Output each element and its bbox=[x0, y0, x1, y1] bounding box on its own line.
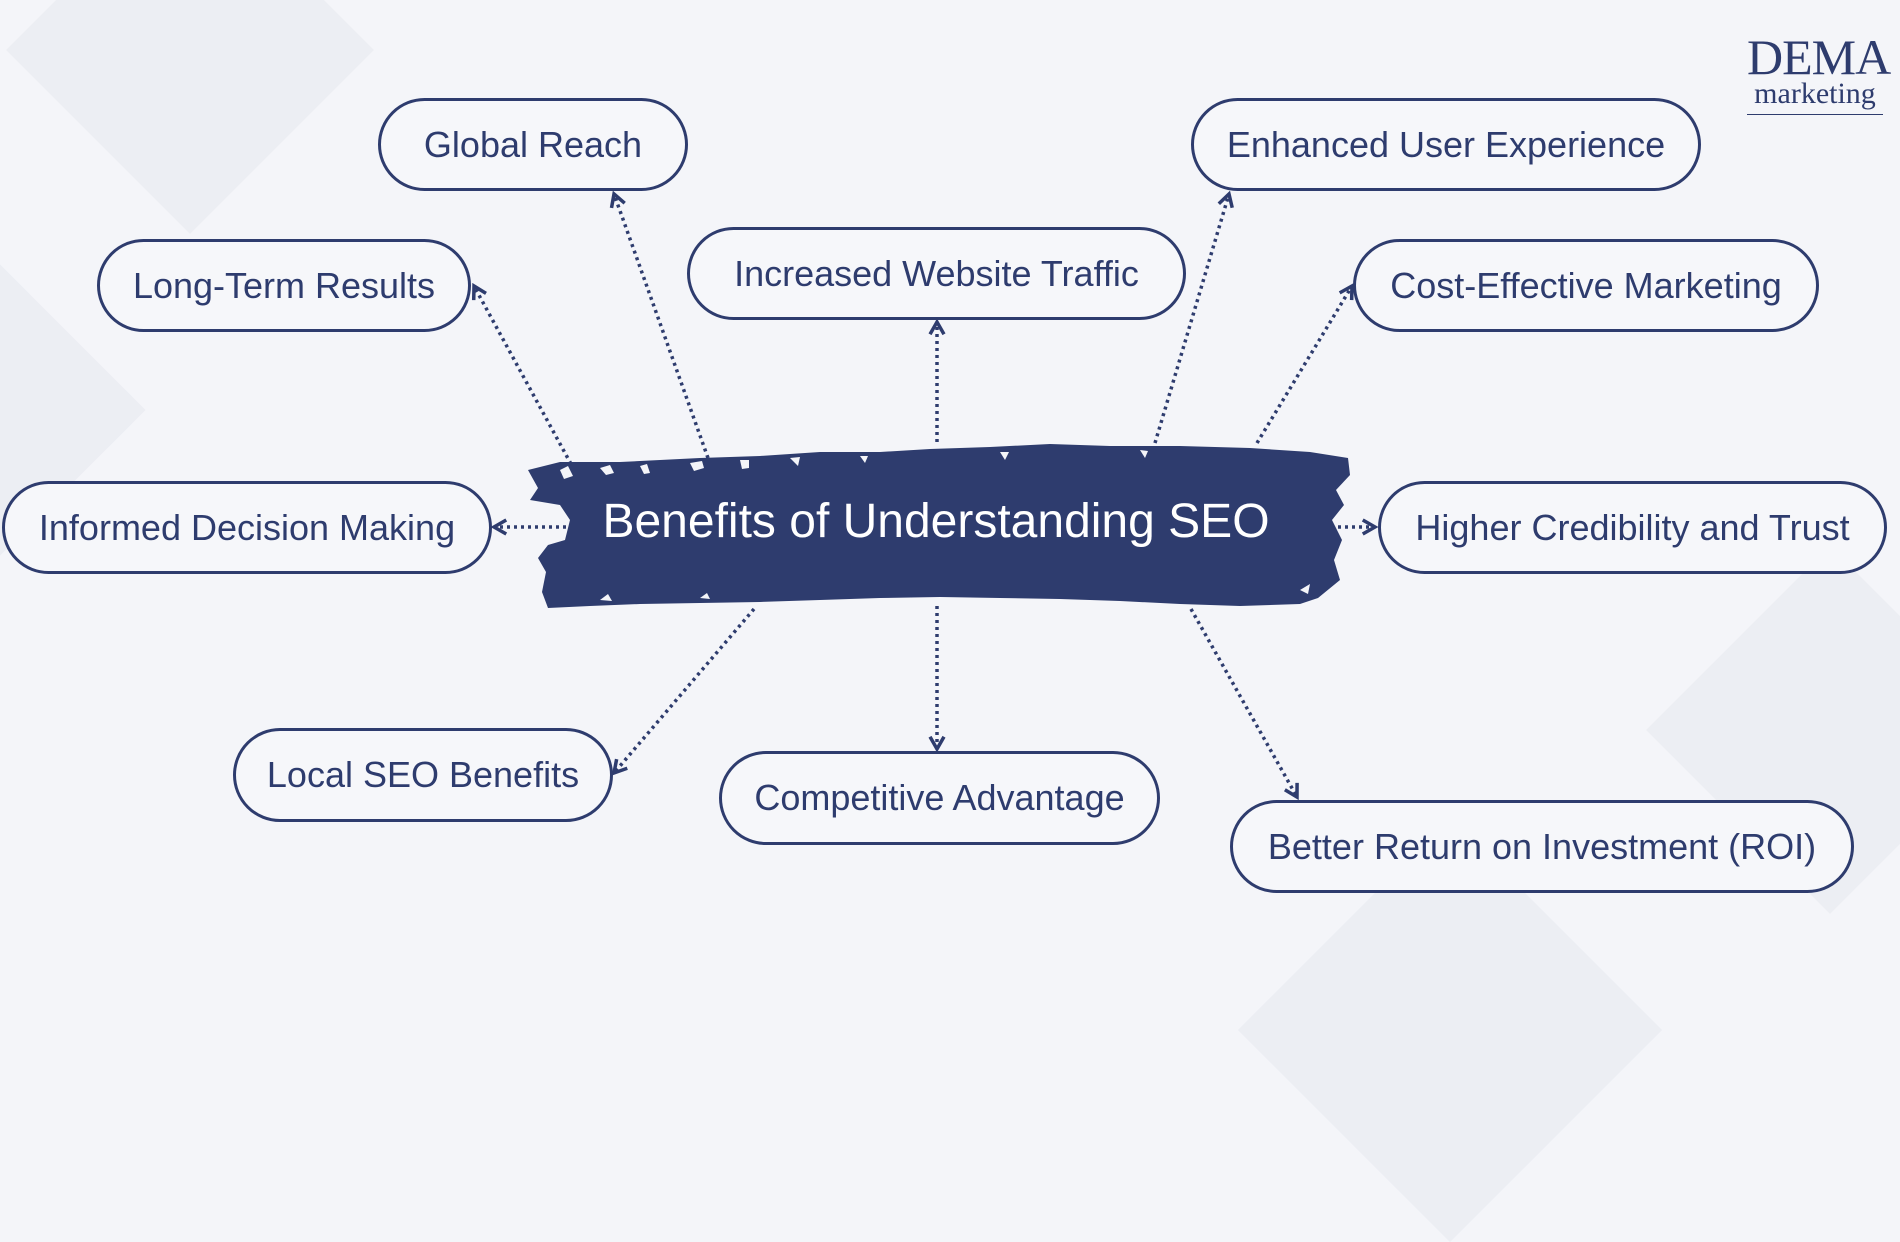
logo-line1: DEMA bbox=[1747, 29, 1891, 85]
node-competitive-advantage: Competitive Advantage bbox=[719, 751, 1160, 845]
connector-lines bbox=[471, 190, 1379, 801]
node-local-seo-benefits: Local SEO Benefits bbox=[233, 728, 613, 822]
node-informed-decision-making: Informed Decision Making bbox=[2, 481, 492, 574]
connector-cost-effective bbox=[1255, 282, 1354, 444]
node-global-reach: Global Reach bbox=[378, 98, 688, 191]
logo-line2: marketing bbox=[1747, 79, 1883, 115]
node-better-roi: Better Return on Investment (ROI) bbox=[1230, 800, 1854, 893]
node-long-term-results: Long-Term Results bbox=[97, 239, 471, 332]
node-increased-website-traffic: Increased Website Traffic bbox=[687, 227, 1186, 320]
connector-roi bbox=[1189, 608, 1299, 801]
brush-stroke-background bbox=[528, 444, 1350, 608]
connector-enhanced-ux bbox=[1153, 190, 1234, 444]
node-higher-credibility: Higher Credibility and Trust bbox=[1378, 481, 1887, 574]
connector-global-reach bbox=[609, 190, 710, 459]
connector-local-seo bbox=[611, 607, 756, 776]
connector-long-term bbox=[471, 282, 573, 465]
node-cost-effective-marketing: Cost-Effective Marketing bbox=[1353, 239, 1819, 332]
central-title: Benefits of Understanding SEO bbox=[602, 494, 1270, 548]
dema-marketing-logo: DEMA marketing bbox=[1747, 29, 1891, 115]
node-enhanced-user-experience: Enhanced User Experience bbox=[1191, 98, 1701, 191]
